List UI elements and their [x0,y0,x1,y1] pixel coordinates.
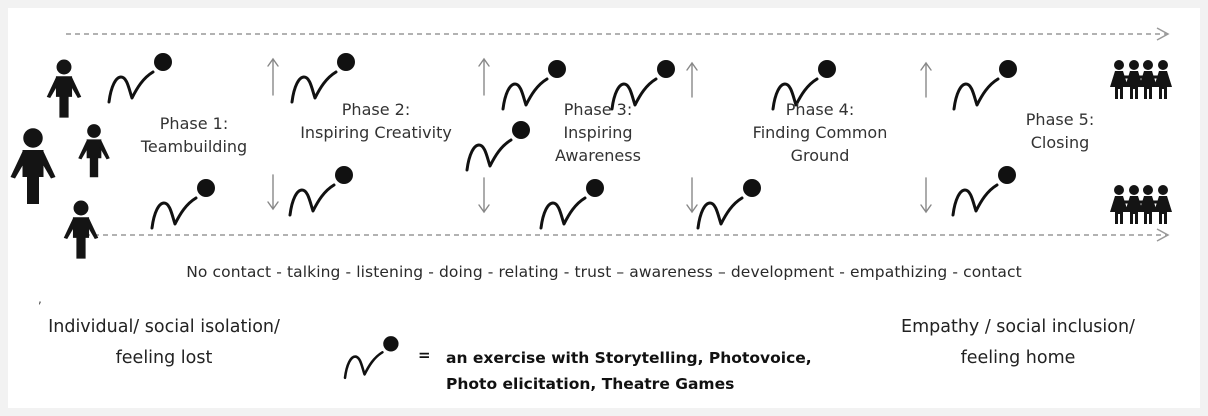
stray-mark: , [38,292,42,306]
legend-line-2: Photo elicitation, Theatre Games [446,375,735,393]
phase-5-line-2: Closing [1030,133,1090,152]
phase-4-line-3: Ground [790,146,850,165]
down-arrow [920,177,932,214]
start-label-line-2: feeling lost [115,348,213,368]
phase-4-line-1: Phase 4: [785,100,855,119]
exercise-icon [951,164,1018,217]
phase-1-line-1: Phase 1: [159,114,229,133]
legend-equals: = [418,346,431,364]
exercise-icon [107,51,174,104]
exercise-icon [696,177,763,230]
progression-text: No contact - talking - listening - doing… [186,263,1022,281]
legend-text: an exercise with Storytelling, Photovoic… [446,345,812,397]
exercise-icon [150,177,217,230]
end-label-line-2: feeling home [960,348,1076,368]
phase-2-label: Phase 2: Inspiring Creativity [284,98,468,144]
phase-2-line-2: Inspiring Creativity [300,123,452,142]
up-arrow [686,61,698,98]
person-icon [46,59,82,118]
down-arrow [686,177,698,214]
end-label-line-1: Empathy / social inclusion/ [901,317,1135,337]
up-arrow [478,57,490,96]
legend-exercise-icon [343,334,400,380]
phase-3-line-3: Awareness [555,146,641,165]
phase-3-line-2: Inspiring [563,123,633,142]
person-icon [78,124,110,178]
down-arrow [478,177,490,214]
exercise-icon [539,177,606,230]
start-label: Individual/ social isolation/ feeling lo… [14,312,314,374]
legend-line-1: an exercise with Storytelling, Photovoic… [446,349,812,367]
phase-3-line-1: Phase 3: [563,100,633,119]
children-group-icon [1110,60,1172,99]
phase-3-label: Phase 3: Inspiring Awareness [536,98,660,167]
person-icon [63,200,99,259]
exercise-icon [952,58,1019,111]
phase-5-line-1: Phase 5: [1025,110,1095,129]
end-label: Empathy / social inclusion/ feeling home [868,312,1168,374]
exercise-icon [465,119,532,172]
down-arrow [267,174,279,211]
exercise-icon [288,164,355,217]
exercise-icon [290,51,357,104]
up-arrow [920,61,932,98]
phase-1-line-2: Teambuilding [140,137,248,156]
phase-5-label: Phase 5: Closing [1010,108,1110,154]
person-icon [10,128,56,204]
phase-4-label: Phase 4: Finding Common Ground [736,98,904,167]
children-group-icon [1110,185,1172,224]
start-label-line-1: Individual/ social isolation/ [48,317,280,337]
phase-2-line-1: Phase 2: [341,100,411,119]
phase-1-label: Phase 1: Teambuilding [128,112,260,158]
up-arrow [267,57,279,96]
phase-4-line-2: Finding Common [752,123,888,142]
